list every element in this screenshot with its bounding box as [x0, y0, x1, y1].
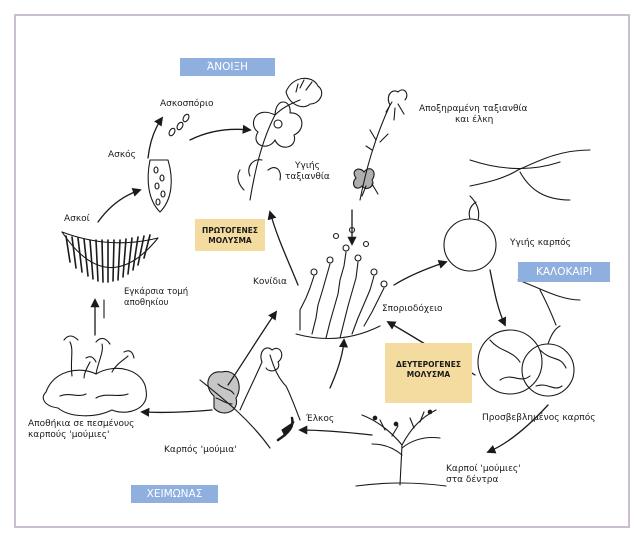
arrow-canker-to-sporodochium — [330, 340, 344, 388]
season-spring-badge: ΆΝΟΙΞΗ — [180, 58, 275, 76]
label-healthy-blossom-line-1: Υγιής — [285, 161, 330, 172]
secondary-infection-note: ΔΕΥΤΕΡΟΓΕΝΕΣ ΜΟΛΥΣΜΑ — [385, 343, 472, 403]
arrow-asci-to-ascus — [98, 190, 140, 222]
label-ascospore: Ασκοσπόριο — [160, 99, 214, 110]
ascus-icon — [148, 160, 171, 212]
label-healthy-fruit: Υγιής καρπός — [510, 238, 571, 249]
label-ascus: Ασκός — [108, 150, 136, 161]
infected-fruit-icon — [478, 280, 580, 396]
arrow-mummy-to-apothecia — [142, 410, 212, 412]
arrow-sporodochium-to-fruit — [394, 262, 446, 285]
label-mummies-on-trees-line-2: στα δέντρα — [446, 475, 521, 486]
label-mummies-on-trees-line-1: Καρποί 'μούμιες' — [446, 464, 521, 475]
ascospore-icon — [168, 113, 190, 136]
label-healthy-blossom-line-2: ταξιανθία — [285, 172, 330, 183]
primary-infection-note: ΠΡΩΤΟΓΕΝΕΣ ΜΟΛΥΣΜΑ — [195, 219, 265, 251]
arrow-ascospore-to-blossom — [190, 129, 250, 140]
primary-infection-line-1: ΠΡΩΤΟΓΕΝΕΣ — [197, 226, 263, 236]
primary-infection-line-2: ΜΟΛΥΣΜΑ — [197, 236, 263, 246]
season-winter-badge: ΧΕΙΜΩΝΑΣ — [131, 485, 218, 503]
label-mummy-fruit: Καρπός 'μούμια' — [164, 445, 237, 456]
label-dried-blossom-line-1: Αποξηραμένη ταξιανθία — [419, 104, 528, 115]
label-apothecia: Αποθήκια σε πεσμένους καρπούς 'μούμιες' — [28, 419, 134, 441]
label-dried-blossom-line-2: και έλκη — [419, 115, 528, 126]
label-cross-section-line-2: αποθηκίου — [124, 298, 188, 309]
label-sporodochium: Σποριοδόχειο — [382, 304, 443, 315]
season-summer-badge: ΚΑΛΟΚΑΙΡΙ — [518, 262, 610, 282]
arrow-ascus-to-ascospore — [148, 118, 162, 158]
label-infected-fruit: Προσβεβλημένος καρπός — [482, 413, 596, 424]
healthy-fruit-icon — [444, 150, 590, 271]
secondary-infection-line-2: ΜΟΛΥΣΜΑ — [387, 370, 470, 380]
label-cross-section: Εγκάρσια τομή αποθηκίου — [124, 287, 188, 309]
label-apothecia-line-2: καρπούς 'μούμιες' — [28, 430, 134, 441]
arrow-healthy-to-infected-fruit — [490, 270, 505, 325]
arrow-conidia-to-blossom — [270, 212, 298, 285]
label-canker: Έλκος — [306, 414, 334, 425]
label-mummies-on-trees: Καρποί 'μούμιες' στα δέντρα — [446, 464, 521, 486]
label-cross-section-line-1: Εγκάρσια τομή — [124, 287, 188, 298]
label-healthy-blossom: Υγιής ταξιανθία — [285, 161, 330, 183]
label-dried-blossom: Αποξηραμένη ταξιανθία και έλκη — [419, 104, 528, 126]
label-conidia: Κονίδια — [253, 277, 287, 288]
dried-blossom-icon — [354, 90, 407, 200]
apothecia-ground-icon — [43, 336, 146, 416]
label-asci: Ασκοί — [64, 214, 90, 225]
secondary-infection-line-1: ΔΕΥΤΕΡΟΓΕΝΕΣ — [387, 360, 470, 370]
label-apothecia-line-1: Αποθήκια σε πεσμένους — [28, 419, 134, 430]
mummy-branch-icon — [200, 348, 300, 448]
conidia-chains-icon — [296, 228, 387, 339]
tree-mummies-icon — [356, 410, 446, 486]
arrow-mummies-to-canker — [300, 430, 372, 435]
